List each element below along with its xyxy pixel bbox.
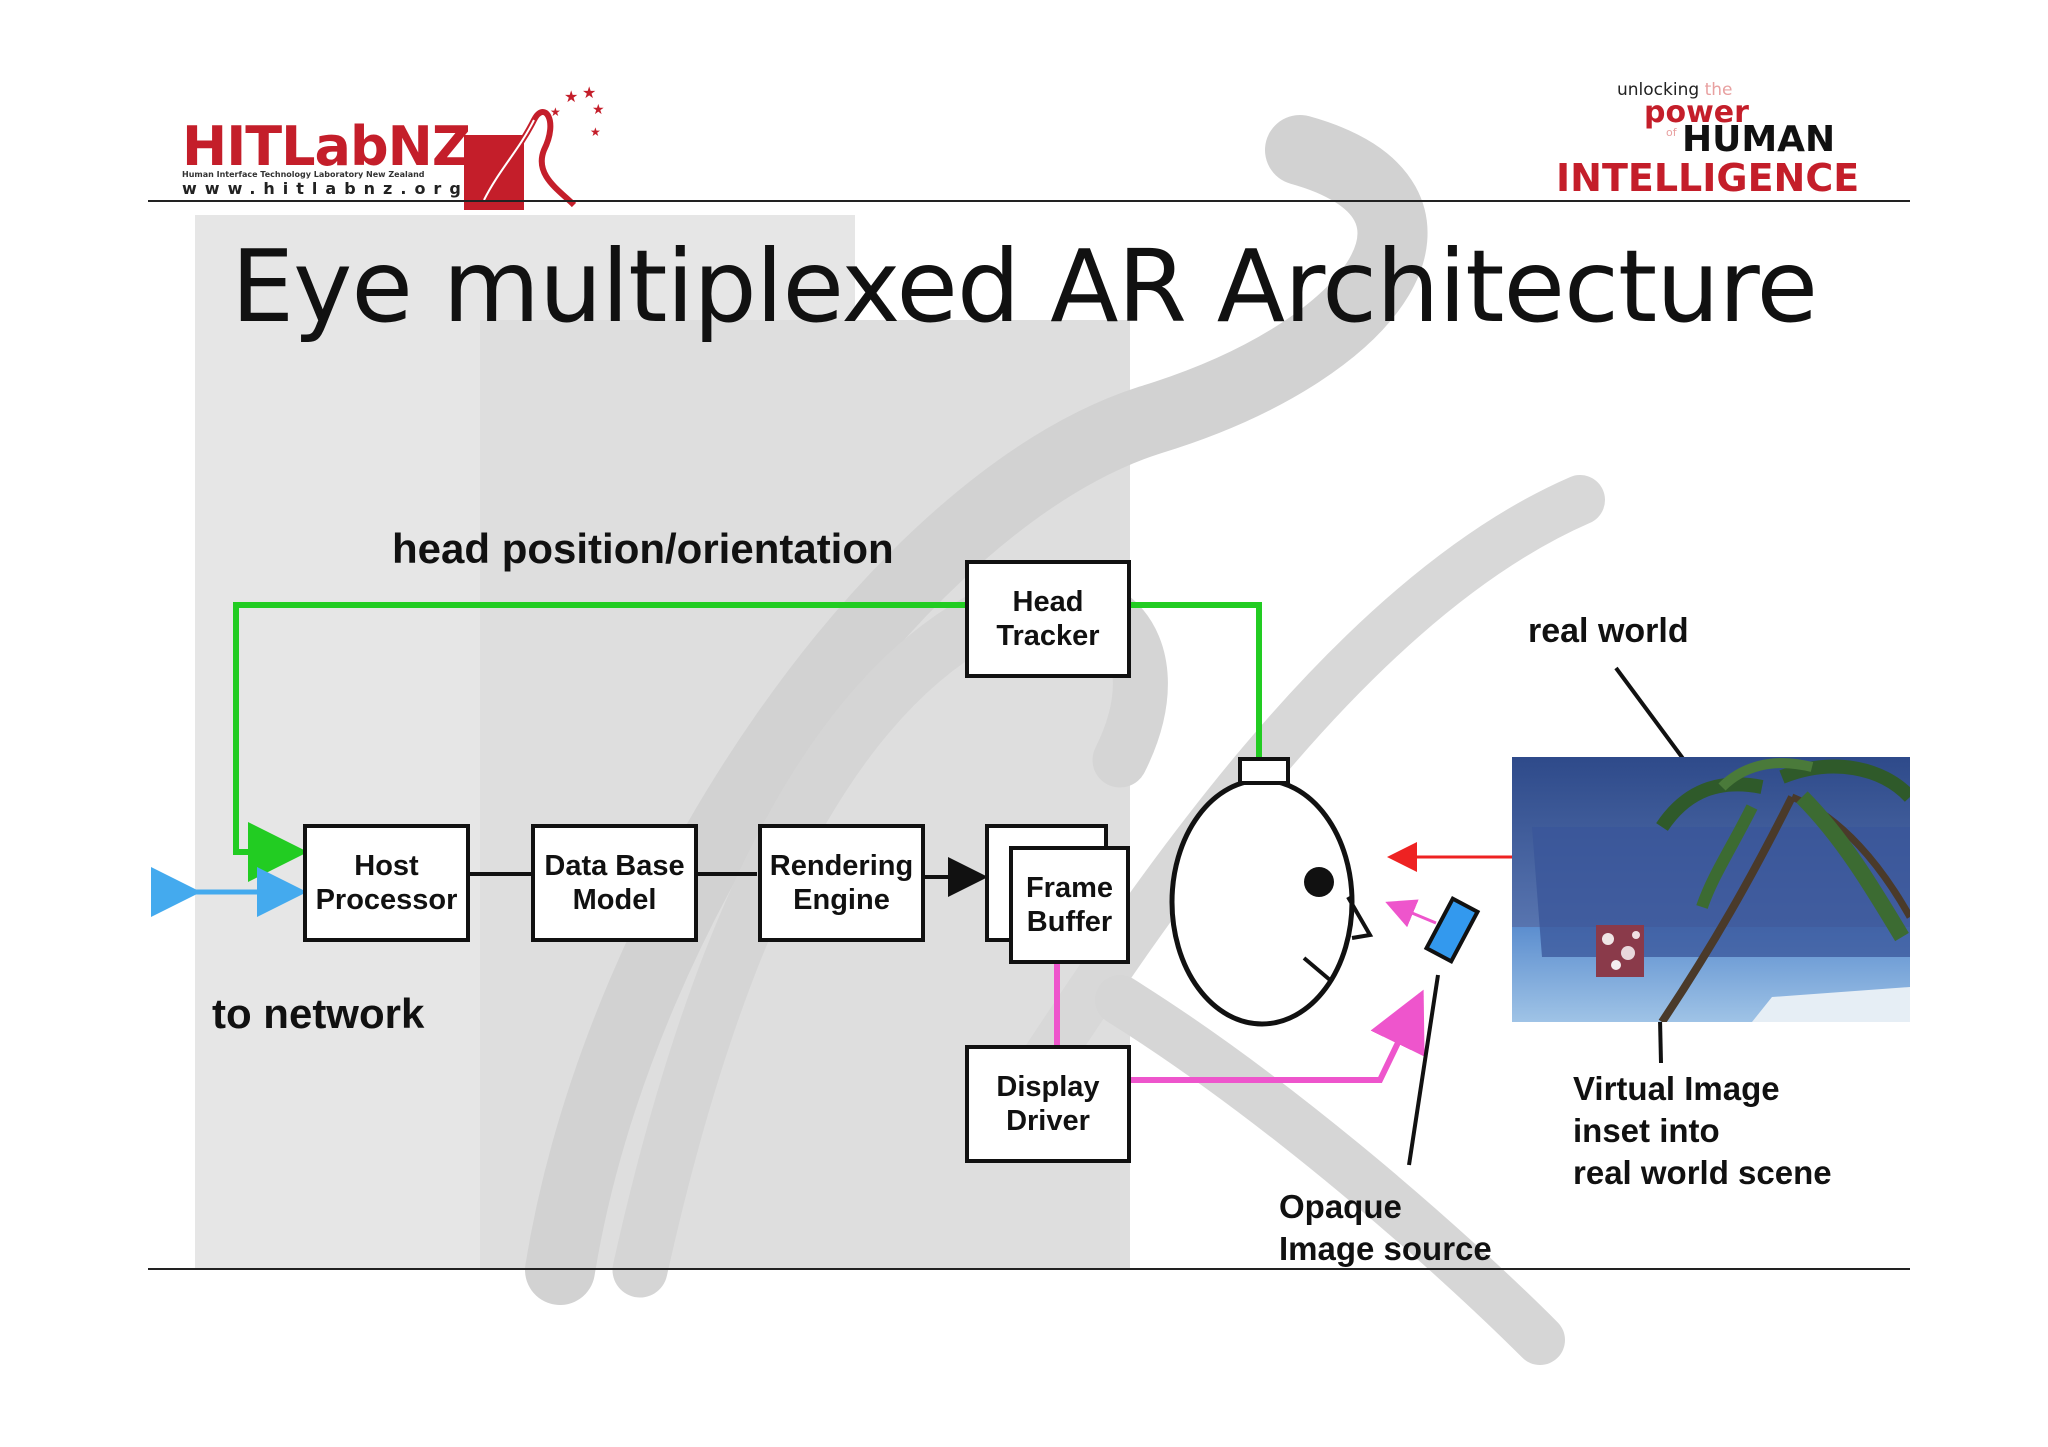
beach-scene-image (1512, 757, 1910, 1022)
tagline-the: the (1704, 80, 1733, 100)
user-mouth (1302, 956, 1332, 982)
user-head (1169, 777, 1355, 1027)
green-feedback-line (233, 602, 967, 882)
rendering-label-2: Engine (793, 884, 890, 916)
user-eye (1304, 867, 1334, 897)
real-world-photo (1512, 757, 1910, 1022)
svg-text:★: ★ (590, 125, 601, 139)
tagline-power: power (1644, 95, 1749, 130)
tagline-of: of (1666, 126, 1677, 139)
host-label-1: Host (354, 850, 419, 882)
header-rule (148, 200, 1910, 202)
opaque-pointer-line (1407, 974, 1440, 1166)
logo-url: www.hitlabnz.org (182, 179, 469, 198)
rendering-label-1: Rendering (769, 850, 914, 882)
svg-text:★: ★ (582, 83, 596, 102)
virtual-image-label: Virtual Image inset into real world scen… (1573, 1068, 1832, 1194)
frame-label-2: Buffer (1026, 906, 1113, 938)
footer-rule (148, 1268, 1910, 1270)
display-label-2: Driver (1006, 1105, 1090, 1137)
tagline-human: HUMAN (1682, 119, 1836, 160)
svg-text:★: ★ (550, 105, 561, 119)
display-label-1: Display (996, 1071, 1100, 1103)
virtual-image-line-1: Virtual Image (1573, 1070, 1780, 1107)
svg-text:★: ★ (592, 102, 605, 118)
hitlab-logo: HITLabNZ Human Interface Technology Labo… (182, 83, 605, 210)
head-tracker-sensor (1238, 757, 1290, 785)
logo-subtitle: Human Interface Technology Laboratory Ne… (182, 170, 425, 179)
slide-title: Eye multiplexed AR Architecture (230, 228, 1818, 345)
svg-text:★: ★ (564, 87, 578, 106)
to-network-label: to network (212, 990, 425, 1037)
head-position-label: head position/orientation (392, 525, 894, 572)
opaque-source-label: Opaque Image source (1279, 1186, 1492, 1270)
virtual-image-line-3: real world scene (1573, 1154, 1832, 1191)
head-tracker-label-1: Head (1012, 586, 1084, 618)
tagline-intelligence: INTELLIGENCE (1556, 156, 1860, 200)
tagline-logo: unlocking the power of HUMAN INTELLIGENC… (1540, 80, 1900, 200)
logo-emblem-icon: ★ ★ ★ ★ ★ (464, 83, 605, 210)
head-tracker-label-2: Tracker (996, 620, 1100, 652)
opaque-display-device (1423, 896, 1481, 964)
logo-brand-part2: NZ (387, 115, 471, 178)
host-label-2: Processor (315, 884, 458, 916)
real-world-label: real world (1528, 612, 1689, 650)
opaque-line-1: Opaque (1279, 1188, 1402, 1225)
tagline-line1: unlocking the (1617, 80, 1732, 100)
frame-label-1: Frame (1025, 872, 1114, 904)
pink-eye-arrow (1385, 899, 1437, 928)
tagline-unlocking: unlocking (1617, 80, 1700, 100)
logo-brand: HITLabNZ (182, 120, 471, 174)
user-nose (1346, 895, 1374, 940)
pink-display-arrow (1130, 989, 1425, 1083)
logo-brand-part1: HITLab (182, 115, 389, 178)
realworld-pointer-line (1614, 666, 1692, 770)
virtual-image-line-2: inset into (1573, 1112, 1720, 1149)
green-tracker-line (1128, 602, 1262, 760)
database-label-2: Model (572, 884, 657, 916)
database-label-1: Data Base (544, 850, 685, 882)
opaque-line-2: Image source (1279, 1230, 1492, 1267)
